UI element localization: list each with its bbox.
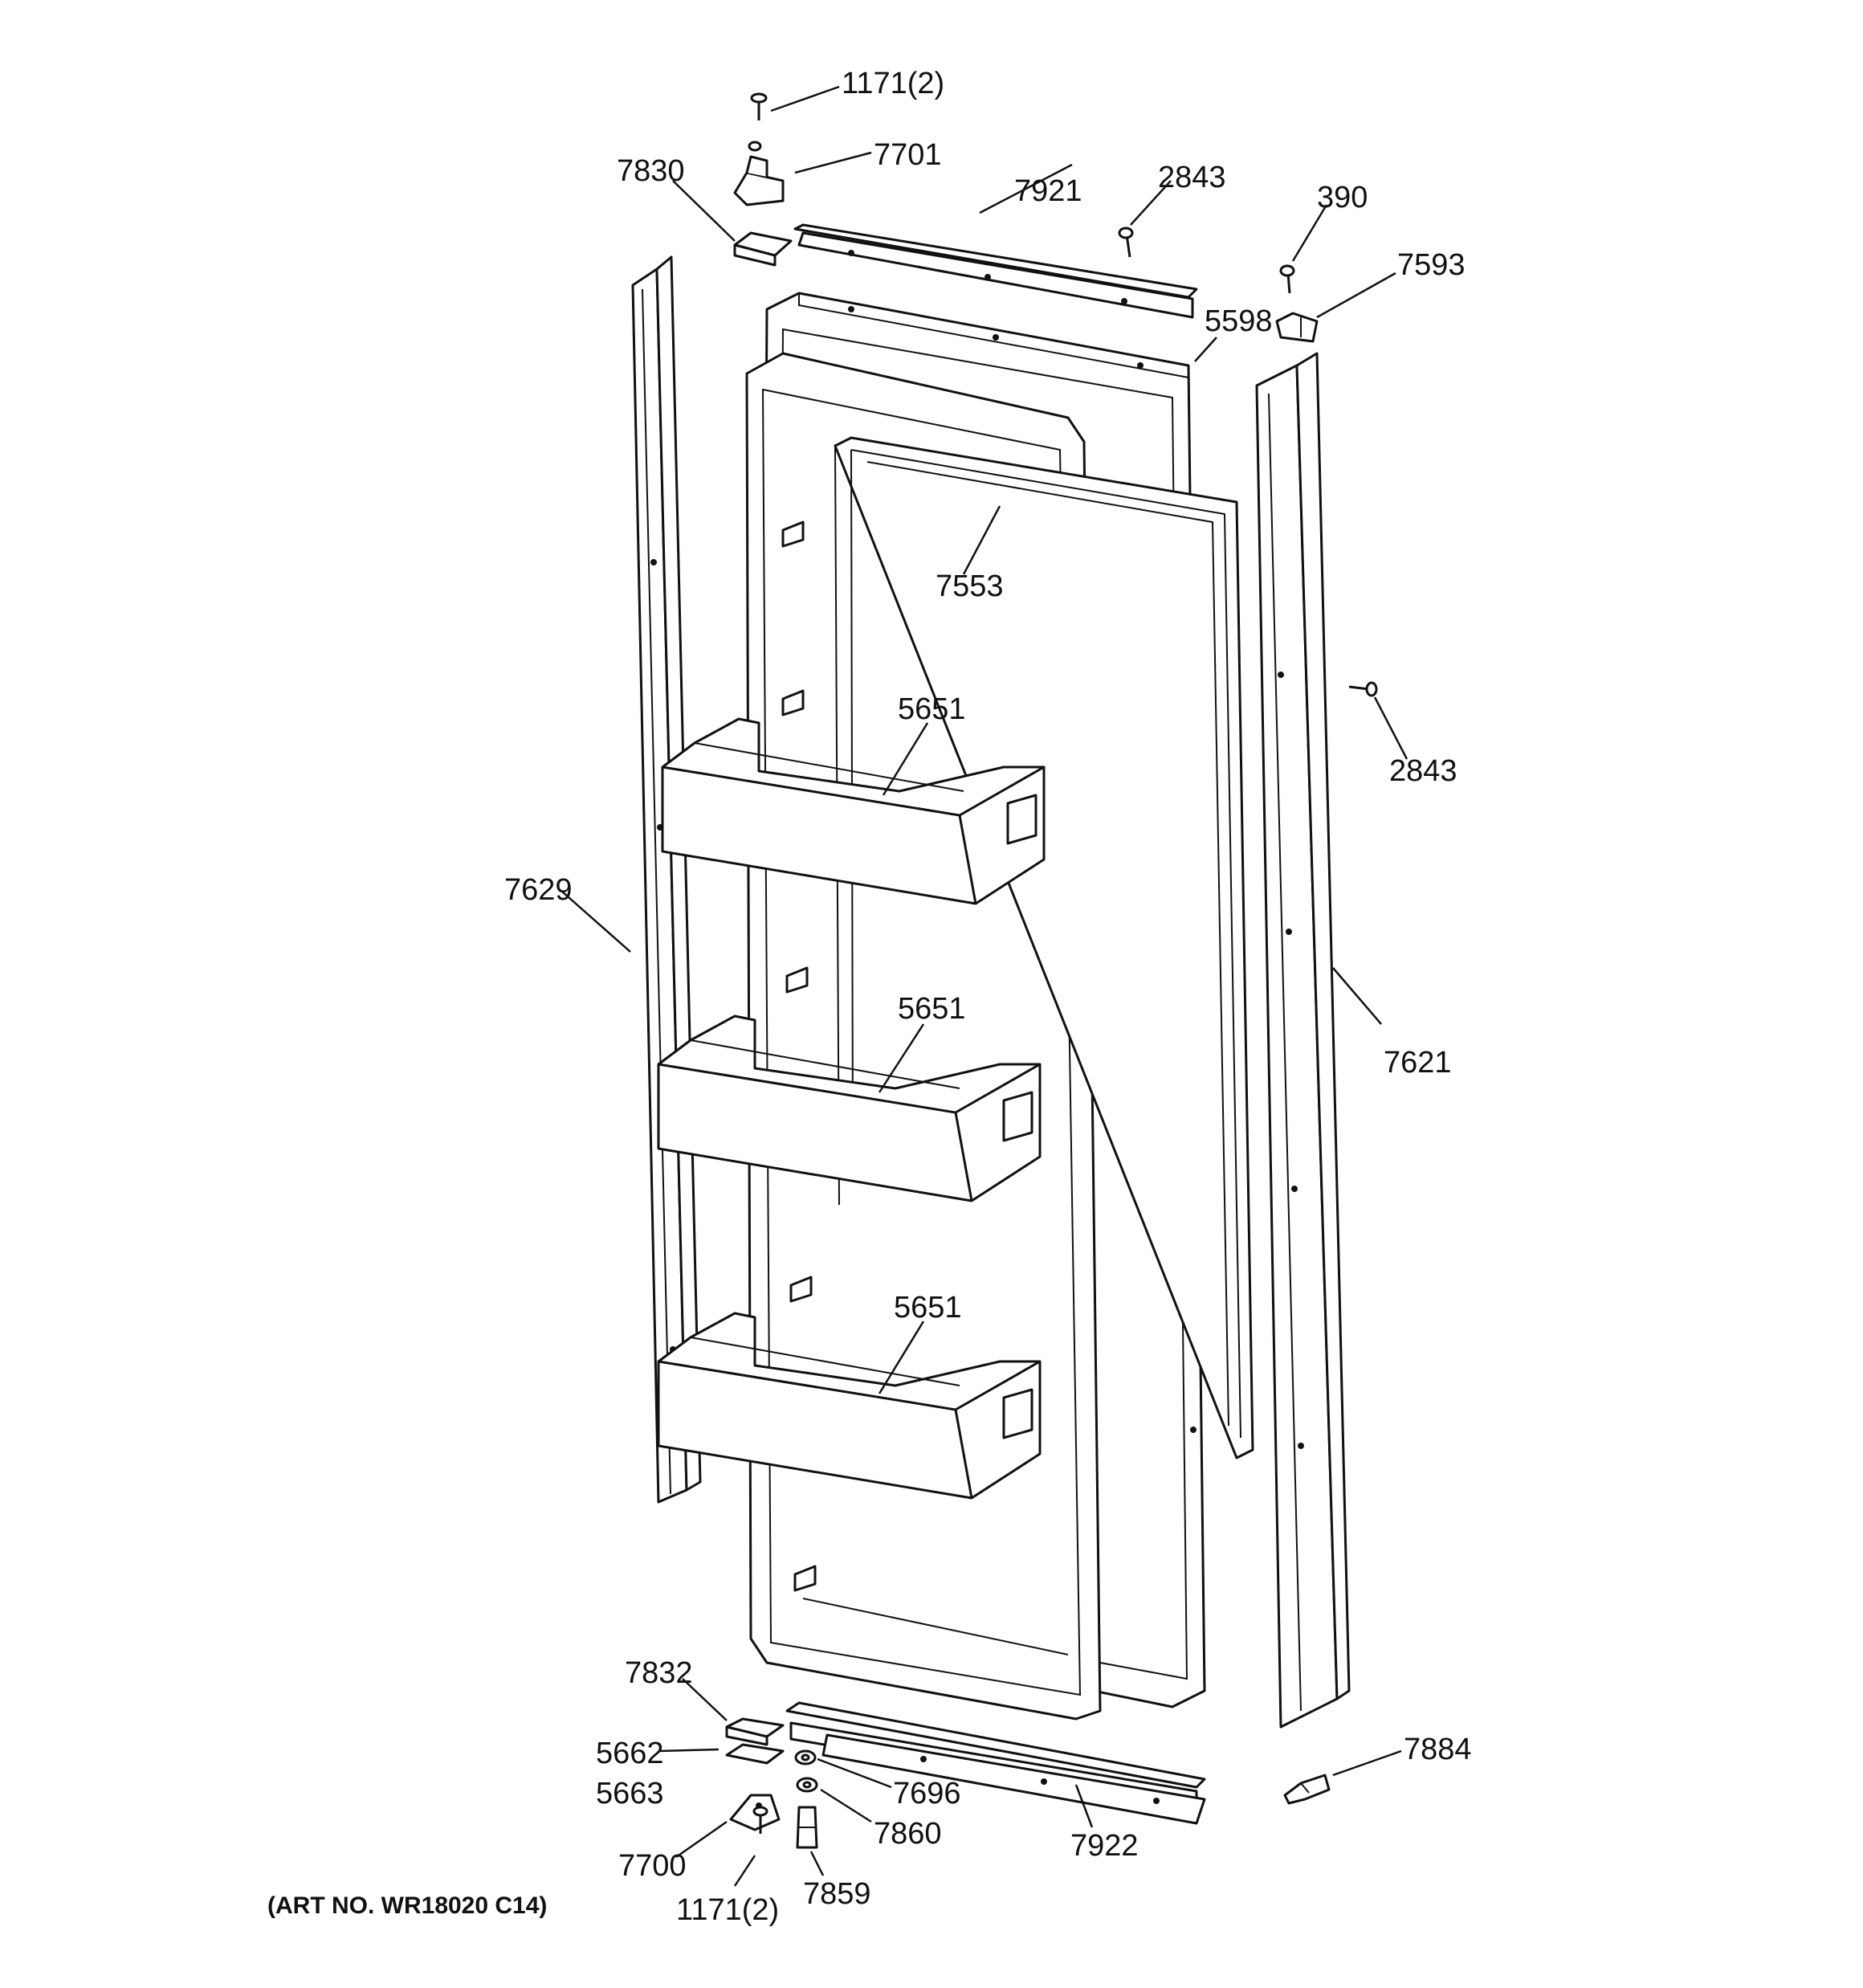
shim-5662 bbox=[725, 1743, 785, 1765]
screw-1171-top bbox=[750, 92, 768, 120]
door-bin-5651-middle bbox=[657, 1014, 1042, 1202]
screw-2843-right bbox=[1348, 681, 1378, 697]
door-bin-5651-top bbox=[661, 717, 1046, 905]
stop-7593 bbox=[1275, 312, 1319, 343]
callout-7593: 7593 bbox=[1397, 248, 1466, 282]
callout-7621: 7621 bbox=[1384, 1046, 1452, 1080]
door-bin-5651-bottom bbox=[657, 1312, 1042, 1500]
callout-7921: 7921 bbox=[1014, 174, 1082, 208]
callout-7860: 7860 bbox=[874, 1817, 942, 1851]
screw-2843-top bbox=[1118, 227, 1134, 258]
stop-7884 bbox=[1283, 1774, 1331, 1805]
callout-7859: 7859 bbox=[803, 1877, 871, 1911]
callout-5662: 5662 bbox=[596, 1737, 664, 1770]
callout-5651-bottom: 5651 bbox=[894, 1291, 962, 1325]
hinge-7701 bbox=[733, 141, 785, 206]
art-number: (ART NO. WR18020 C14) bbox=[267, 1892, 547, 1919]
leader-lines bbox=[561, 85, 1408, 1887]
bushing-7830 bbox=[733, 231, 793, 267]
callout-390: 390 bbox=[1317, 181, 1368, 214]
callout-2843-right: 2843 bbox=[1389, 754, 1457, 788]
callout-5598: 5598 bbox=[1205, 304, 1273, 338]
door-gasket-7553 bbox=[834, 436, 1254, 1459]
callout-7553: 7553 bbox=[936, 569, 1004, 603]
pin-7859 bbox=[796, 1806, 818, 1849]
callout-5663: 5663 bbox=[596, 1777, 664, 1810]
left-trim-7629 bbox=[631, 255, 702, 1504]
callout-7884: 7884 bbox=[1404, 1733, 1472, 1766]
callout-1171-bottom: 1171(2) bbox=[676, 1893, 779, 1927]
callout-7830: 7830 bbox=[617, 154, 685, 188]
callout-7700: 7700 bbox=[618, 1849, 687, 1883]
screw-1171-bottom bbox=[752, 1806, 768, 1834]
screw-390 bbox=[1279, 264, 1295, 294]
callout-7696: 7696 bbox=[893, 1777, 961, 1810]
washer-7696 bbox=[794, 1749, 817, 1766]
callout-7832: 7832 bbox=[625, 1656, 693, 1690]
callout-5651-top: 5651 bbox=[898, 692, 966, 726]
callout-7701: 7701 bbox=[874, 138, 942, 172]
bottom-cap-7922 bbox=[785, 1701, 1206, 1825]
callout-7629: 7629 bbox=[504, 873, 573, 907]
callout-7922: 7922 bbox=[1070, 1829, 1139, 1863]
right-trim-7621 bbox=[1255, 352, 1351, 1729]
top-cap-7921 bbox=[793, 223, 1198, 319]
callout-2843-top: 2843 bbox=[1158, 161, 1226, 194]
callout-5651-middle: 5651 bbox=[898, 992, 966, 1026]
washer-7860 bbox=[796, 1777, 818, 1793]
callout-1171-top: 1171(2) bbox=[842, 67, 944, 100]
bushing-7832 bbox=[725, 1717, 785, 1746]
